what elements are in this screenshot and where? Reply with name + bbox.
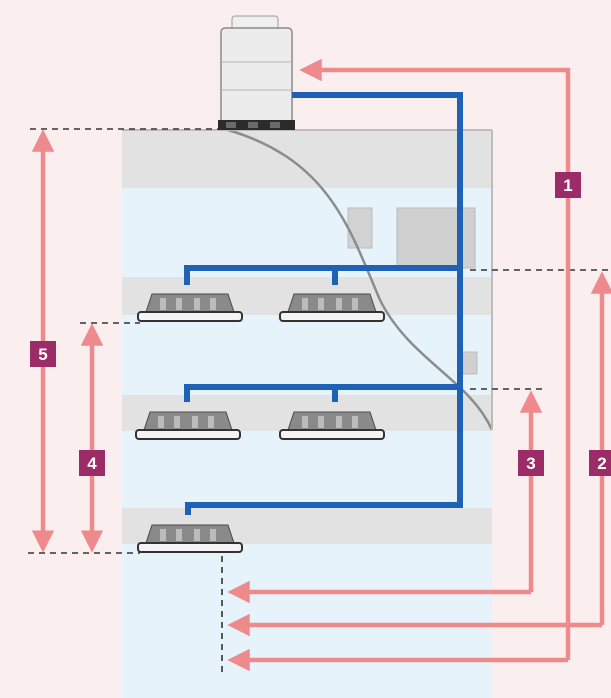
- badge-pipe-length-first-branch: 3: [518, 450, 544, 476]
- outdoor-condenser-icon: [218, 15, 295, 130]
- badge-height-outdoor-to-indoor: 5: [30, 341, 56, 367]
- ceiling-cassette-icon: [137, 293, 243, 322]
- svg-text:3: 3: [526, 454, 535, 473]
- svg-text:1: 1: [563, 176, 572, 195]
- ceiling-cassette-icon: [135, 411, 241, 440]
- floor-slab-roof: [122, 130, 492, 188]
- ceiling-cassette-icon: [279, 293, 385, 322]
- ceiling-cassette-icon: [137, 524, 243, 553]
- refrigerant-piping: [184, 92, 463, 515]
- svg-text:5: 5: [38, 345, 47, 364]
- reference-dashed-lines: [28, 128, 611, 672]
- badge-pipe-length-branch: 2: [589, 450, 611, 476]
- ceiling-cassette-icon: [279, 411, 385, 440]
- badge-pipe-length-total: 1: [555, 172, 581, 198]
- svg-text:2: 2: [597, 454, 606, 473]
- svg-text:4: 4: [87, 454, 97, 473]
- badge-height-between-indoor-units: 4: [79, 450, 105, 476]
